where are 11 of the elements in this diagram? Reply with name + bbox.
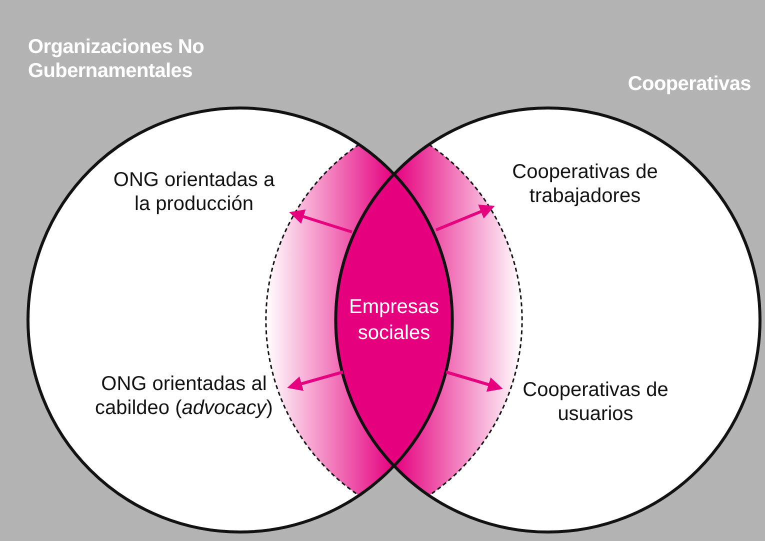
category-label: Cooperativas de trabajadores <box>500 160 670 208</box>
arrow <box>289 209 352 234</box>
category-label: Cooperativas de usuarios <box>518 378 673 426</box>
intersection-lens: Empresas sociales <box>336 174 452 466</box>
category-label: ONG orientadas a la producción <box>108 168 280 216</box>
circle-heading: Organizaciones No Gubernamentales <box>28 35 206 83</box>
category-label: ONG orientadas al cabildeo (advocacy) <box>64 372 304 420</box>
arrow <box>446 370 503 392</box>
arrow <box>435 204 495 232</box>
arrow <box>287 370 344 391</box>
circle-heading: Cooperativas <box>626 72 751 96</box>
